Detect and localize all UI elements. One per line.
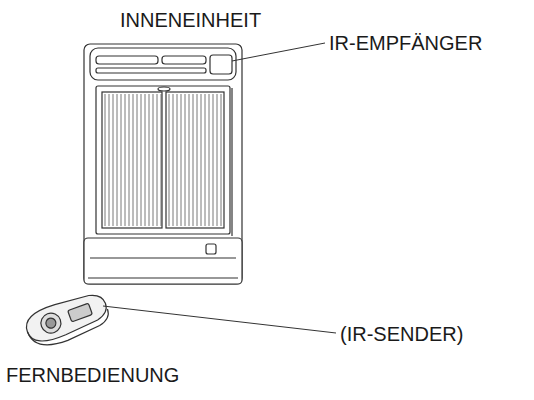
louver — [161, 94, 162, 226]
louver — [105, 94, 106, 226]
louver — [201, 94, 202, 226]
ir-receiver — [210, 55, 232, 74]
louver — [181, 94, 182, 226]
louver — [153, 94, 154, 226]
louver — [213, 94, 214, 226]
louver — [193, 94, 194, 226]
louver — [113, 94, 114, 226]
louver — [145, 94, 146, 226]
louver — [217, 94, 218, 226]
louver — [221, 94, 222, 226]
louver — [137, 94, 138, 226]
leader-lines — [103, 43, 336, 333]
louver — [125, 94, 126, 226]
louver — [121, 94, 122, 226]
leader-line — [103, 306, 336, 333]
louver — [169, 94, 170, 226]
leader-line — [232, 43, 325, 61]
louver — [129, 94, 130, 226]
louver — [197, 94, 198, 226]
part-label: (IR-SENDER) — [340, 322, 463, 346]
louver — [173, 94, 174, 226]
louver — [157, 94, 158, 226]
louver — [109, 94, 110, 226]
louver — [185, 94, 186, 226]
louver — [117, 94, 118, 226]
louver — [205, 94, 206, 226]
louver — [209, 94, 210, 226]
part-label: FERNBEDIENUNG — [6, 363, 179, 387]
louver — [141, 94, 142, 226]
louver — [149, 94, 150, 226]
louver — [177, 94, 178, 226]
remote-control — [22, 288, 113, 352]
indoor-unit — [84, 44, 242, 284]
louver — [189, 94, 190, 226]
part-label: IR-EMPFÄNGER — [329, 31, 482, 55]
louver — [133, 94, 134, 226]
part-label: INNENEINHEIT — [120, 8, 261, 32]
